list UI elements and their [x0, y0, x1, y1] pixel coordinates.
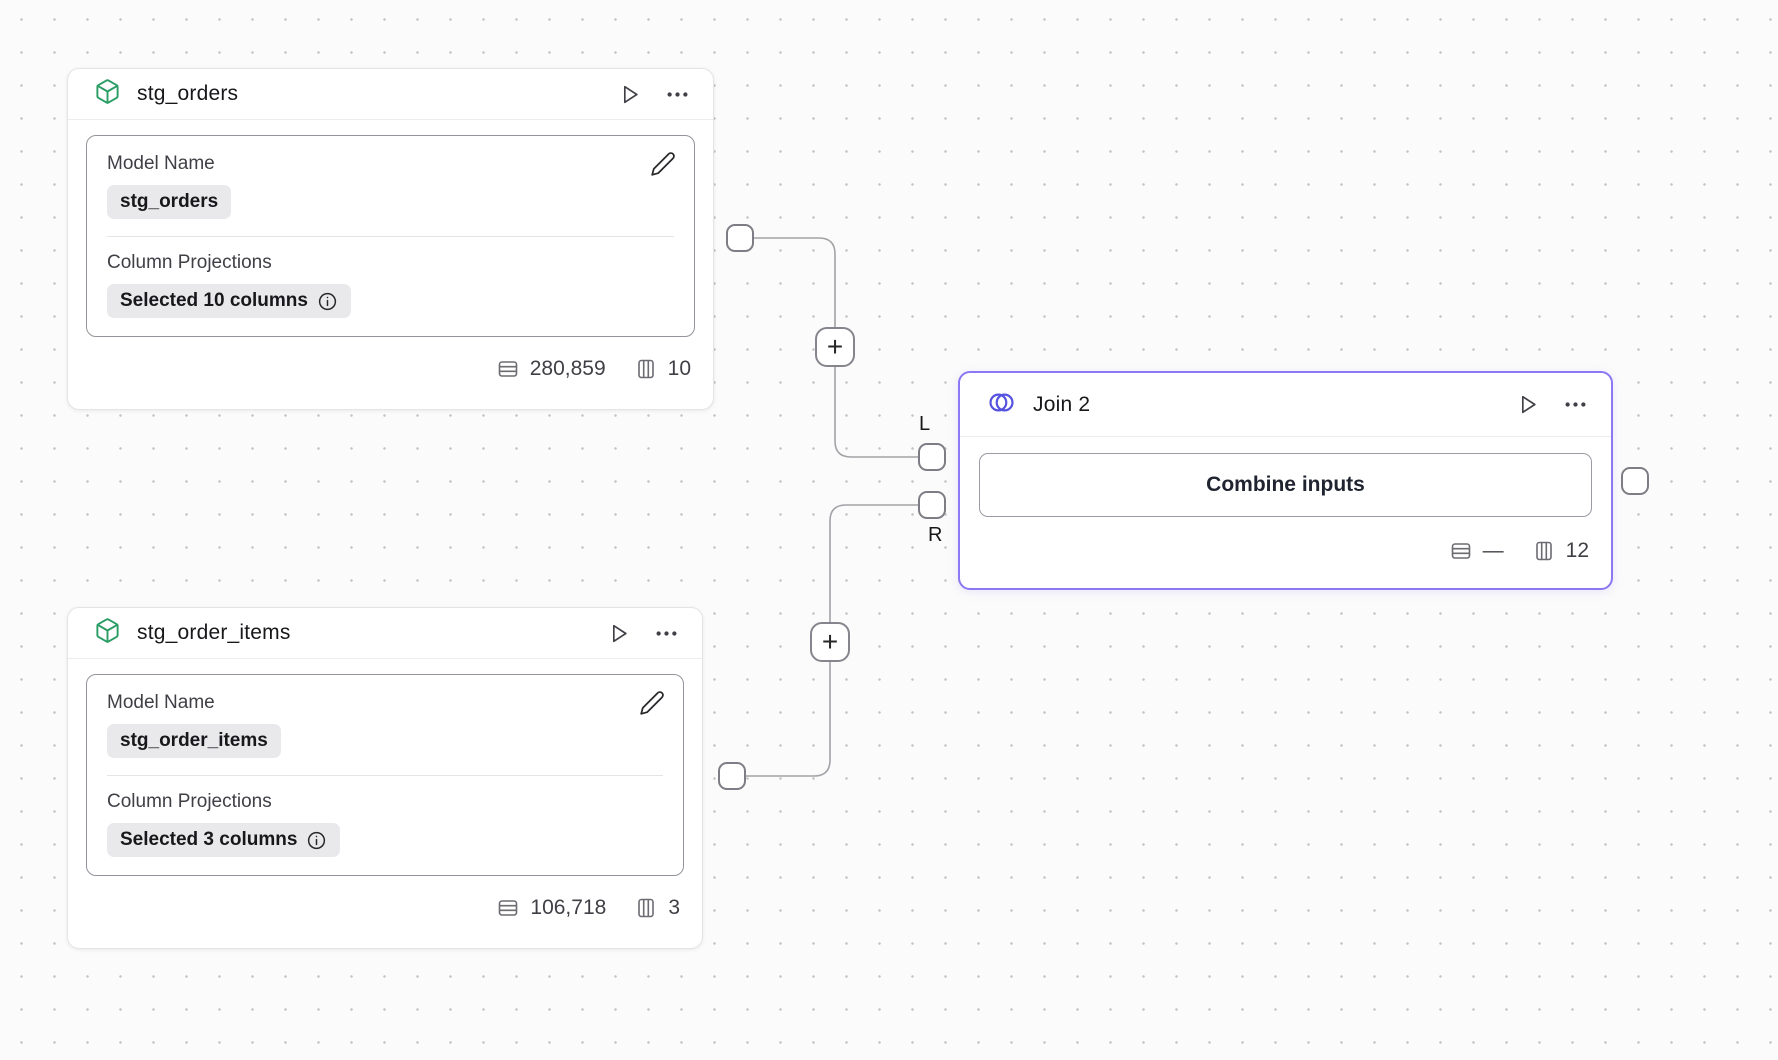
run-node-button[interactable] — [1513, 390, 1542, 419]
column-count-stat: 12 — [1532, 539, 1589, 563]
column-projections-chip[interactable]: Selected 3 columns — [107, 823, 341, 857]
info-icon — [308, 831, 326, 849]
column-projections-value: Selected 10 columns — [120, 290, 308, 311]
output-port-join[interactable] — [1621, 467, 1649, 495]
join-right-port-label: R — [928, 524, 943, 546]
combine-inputs-button[interactable]: Combine inputs — [979, 453, 1592, 517]
rows-icon — [498, 361, 518, 377]
rows-icon — [499, 900, 518, 916]
column-count-stat: 3 — [634, 896, 680, 920]
column-count-value: 3 — [668, 896, 680, 919]
rows-icon — [1451, 543, 1470, 559]
run-node-button[interactable] — [604, 619, 633, 648]
add-node-on-wire-button[interactable]: + — [815, 327, 855, 367]
row-count-stat: 280,859 — [496, 357, 606, 381]
node-title: stg_orders — [137, 82, 239, 105]
node-header: stg_order_items — [68, 608, 702, 659]
model-name-label: Model Name — [107, 153, 215, 174]
add-node-on-wire-button[interactable]: + — [810, 622, 850, 662]
model-cube-icon — [94, 617, 121, 649]
card-divider — [107, 775, 663, 776]
row-count-value: — — [1482, 539, 1504, 562]
run-node-button[interactable] — [615, 80, 644, 109]
join-right-input-port[interactable] — [918, 491, 946, 519]
model-name-value-chip[interactable]: stg_orders — [107, 185, 232, 219]
row-count-stat: 106,718 — [496, 896, 606, 920]
columns-icon — [637, 359, 654, 379]
node-menu-button[interactable] — [651, 618, 682, 649]
node-header: stg_orders — [68, 69, 713, 120]
node-stats: 106,718 3 — [68, 896, 702, 920]
output-port-stg-order-items[interactable] — [718, 762, 746, 790]
column-count-stat: 10 — [634, 357, 691, 381]
node-join-2[interactable]: Join 2 Combine inputs — 12 — [958, 371, 1613, 590]
node-title: stg_order_items — [137, 621, 291, 644]
output-port-stg-orders[interactable] — [726, 224, 754, 252]
node-stats: 280,859 10 — [68, 357, 713, 381]
node-menu-button[interactable] — [1560, 389, 1591, 420]
join-left-input-port[interactable] — [918, 443, 946, 471]
node-menu-button[interactable] — [662, 79, 693, 110]
plus-icon: + — [826, 331, 844, 362]
column-projections-label: Column Projections — [107, 252, 272, 273]
node-stg-orders[interactable]: stg_orders Model Name stg_orders Column … — [67, 68, 714, 410]
model-name-value-chip[interactable]: stg_order_items — [107, 724, 281, 758]
info-icon — [318, 292, 337, 310]
node-config-card: Model Name stg_orders Column Projections… — [86, 135, 695, 337]
node-stats: — 12 — [960, 539, 1611, 563]
row-count-value: 106,718 — [530, 896, 607, 919]
edit-model-name-button[interactable] — [648, 149, 678, 179]
column-count-value: 10 — [667, 357, 691, 380]
join-left-port-label: L — [919, 413, 931, 435]
row-count-stat: — — [1449, 539, 1504, 563]
node-header: Join 2 — [960, 373, 1611, 437]
columns-icon — [638, 898, 655, 918]
row-count-value: 280,859 — [529, 357, 606, 380]
model-cube-icon — [94, 78, 121, 110]
column-projections-chip[interactable]: Selected 10 columns — [107, 284, 351, 318]
node-config-card: Model Name stg_order_items Column Projec… — [86, 674, 684, 876]
column-projections-value: Selected 3 columns — [120, 829, 298, 850]
column-count-value: 12 — [1565, 539, 1589, 562]
node-stg-order-items[interactable]: stg_order_items Model Name stg_order_ite… — [67, 607, 703, 949]
join-venn-icon — [986, 387, 1017, 423]
model-name-label: Model Name — [107, 692, 215, 713]
column-projections-label: Column Projections — [107, 791, 272, 812]
node-title: Join 2 — [1033, 392, 1091, 416]
edit-model-name-button[interactable] — [637, 688, 667, 718]
columns-icon — [1535, 541, 1552, 561]
plus-icon: + — [821, 626, 839, 657]
card-divider — [107, 236, 674, 237]
